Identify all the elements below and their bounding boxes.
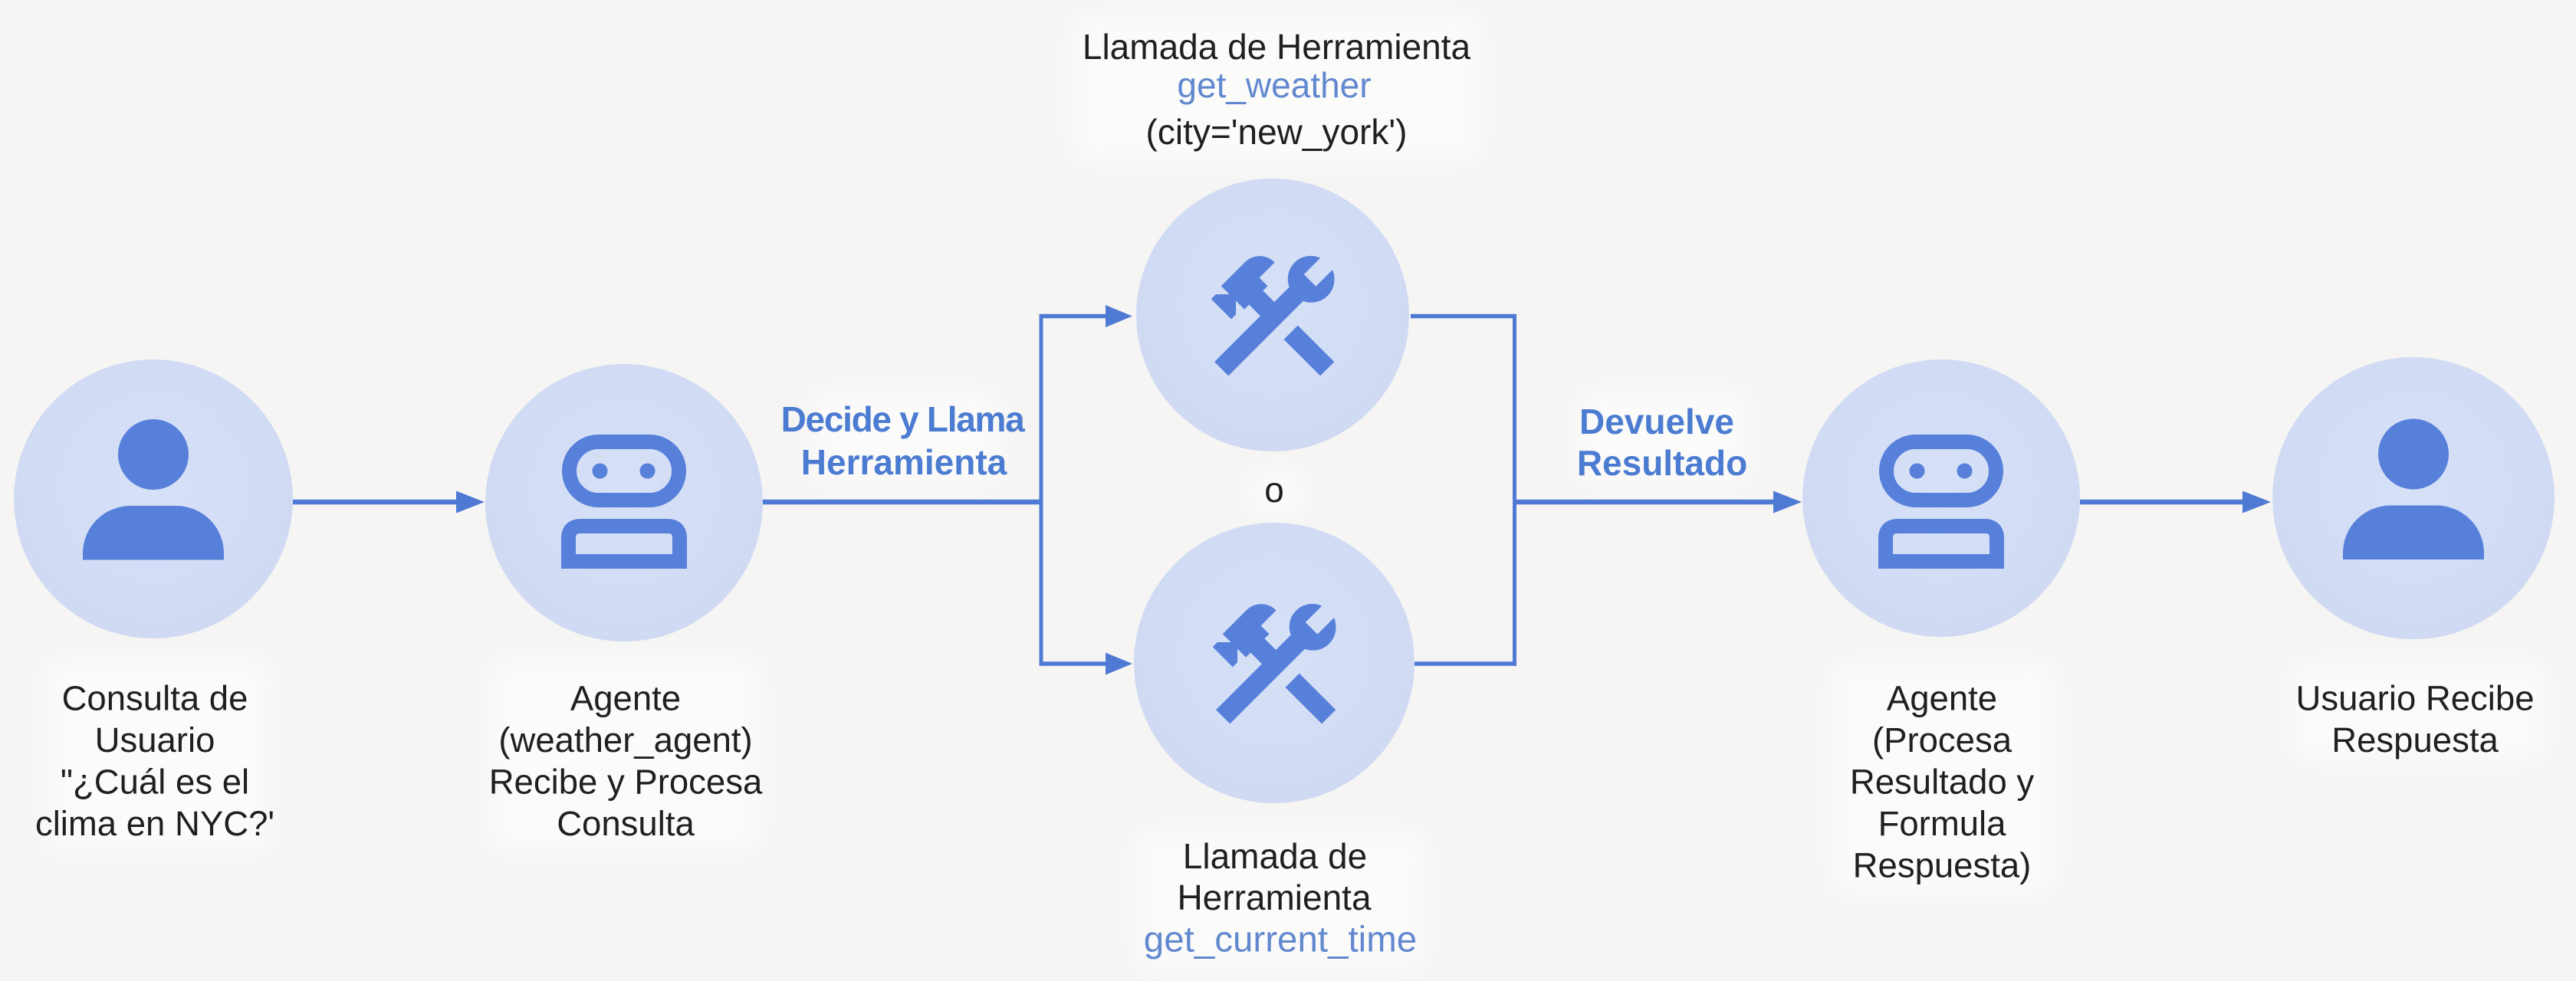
svg-text:Usuario: Usuario (95, 720, 215, 760)
svg-text:Respuesta): Respuesta) (1853, 846, 2032, 885)
svg-text:Llamada de: Llamada de (1183, 836, 1367, 876)
svg-text:get_weather: get_weather (1177, 65, 1371, 105)
svg-text:clima en NYC?': clima en NYC?' (35, 804, 274, 843)
svg-text:Resultado: Resultado (1577, 443, 1747, 483)
svg-text:Respuesta: Respuesta (2331, 720, 2499, 760)
svg-text:get_current_time: get_current_time (1144, 920, 1417, 960)
svg-text:Agente: Agente (570, 679, 681, 718)
svg-text:Herramienta: Herramienta (801, 442, 1007, 482)
svg-text:Agente: Agente (1887, 679, 1997, 718)
svg-text:Herramienta: Herramienta (1177, 878, 1372, 917)
svg-text:(city='new_york'): (city='new_york') (1146, 112, 1408, 152)
svg-text:Recibe y Procesa: Recibe y Procesa (489, 763, 763, 802)
svg-text:"¿Cuál es el: "¿Cuál es el (61, 763, 249, 802)
svg-text:(weather_agent): (weather_agent) (498, 720, 752, 760)
svg-text:Decide y Llama: Decide y Llama (781, 399, 1025, 439)
svg-text:Usuario Recibe: Usuario Recibe (2295, 679, 2534, 718)
svg-text:(Procesa: (Procesa (1872, 720, 2013, 760)
svg-text:o: o (1264, 470, 1284, 510)
svg-text:Consulta: Consulta (557, 804, 695, 843)
svg-text:Consulta de: Consulta de (62, 679, 248, 718)
svg-text:Formula: Formula (1878, 804, 2007, 843)
svg-text:Llamada de Herramienta: Llamada de Herramienta (1083, 27, 1471, 67)
svg-text:Devuelve: Devuelve (1579, 402, 1734, 441)
svg-text:Resultado y: Resultado y (1850, 763, 2035, 802)
